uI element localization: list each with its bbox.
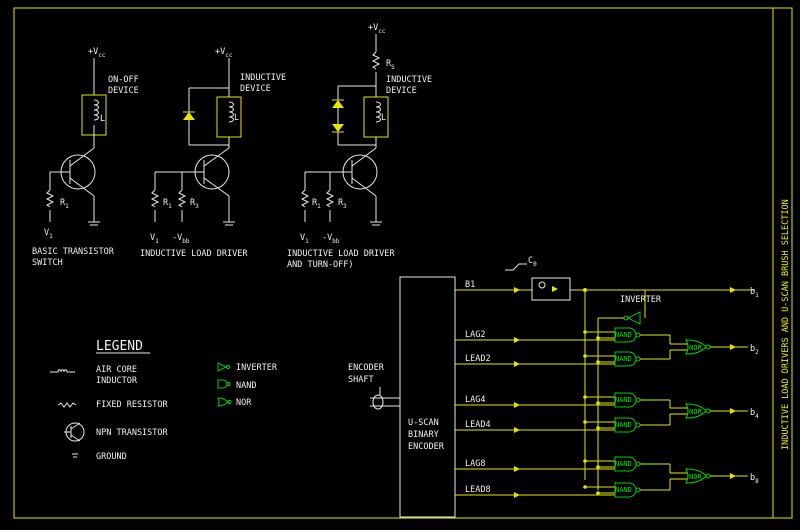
line-lag4: LAG4 [465, 395, 485, 405]
flip-flop-box [531, 277, 571, 301]
svg-text:FIXED RESISTOR: FIXED RESISTOR [96, 400, 169, 410]
drawing-border [13, 7, 793, 519]
svg-text:+Vcc: +Vcc [215, 47, 233, 59]
svg-text:b1: b1 [750, 287, 759, 299]
svg-text:BASIC TRANSISTOR: BASIC TRANSISTOR [32, 247, 115, 257]
svg-text:NOR: NOR [236, 398, 252, 408]
svg-text:INDUCTIVE LOAD DRIVER: INDUCTIVE LOAD DRIVER [140, 249, 248, 259]
nor-legend-icon [217, 397, 229, 407]
svg-text:DEVICE: DEVICE [108, 86, 139, 96]
legend: LEGEND AIR CORE INDUCTOR FIXED RESISTOR … [50, 339, 278, 462]
svg-text:SWITCH: SWITCH [32, 258, 63, 268]
svg-text:R1: R1 [163, 198, 172, 210]
svg-text:INDUCTOR: INDUCTOR [96, 376, 138, 386]
svg-text:INDUCTIVE: INDUCTIVE [386, 75, 432, 85]
nor-gate [685, 403, 707, 419]
svg-text:R3: R3 [338, 198, 347, 210]
inductive-load-turnoff: +Vcc RS INDUCTIVE DEVICE L R1 R3 [287, 23, 432, 270]
svg-text:GROUND: GROUND [96, 452, 127, 462]
title-block-text: INDUCTIVE LOAD DRIVERS AND U-SCAN BRUSH … [781, 199, 791, 450]
svg-text:C0: C0 [528, 256, 537, 268]
nor-gate [685, 468, 707, 484]
basic-transistor-switch: +Vcc ON-OFF DEVICE L R1 V1 BASIC TRANSIS… [32, 47, 139, 268]
line-lead8: LEAD8 [465, 485, 491, 495]
svg-text:NAND: NAND [615, 355, 632, 363]
svg-text:R1: R1 [60, 198, 69, 210]
svg-text:AIR CORE: AIR CORE [96, 365, 137, 375]
svg-text:INDUCTIVE LOAD DRIVER: INDUCTIVE LOAD DRIVER [287, 249, 395, 259]
inductive-load-driver: +Vcc INDUCTIVE DEVICE L R1 R3 V1 -Vbb IN… [140, 47, 286, 259]
inverter-gate [626, 311, 641, 325]
svg-text:NAND: NAND [615, 486, 632, 494]
svg-text:+Vcc: +Vcc [88, 47, 106, 59]
nor-gate [685, 339, 707, 355]
svg-text:NAND: NAND [615, 396, 632, 404]
svg-text:SHAFT: SHAFT [348, 375, 374, 385]
fixed-resistor-icon [57, 402, 77, 408]
output-label: b8 [750, 473, 759, 485]
encoder-box [399, 276, 456, 518]
svg-text:DEVICE: DEVICE [240, 84, 271, 94]
svg-text:V1: V1 [44, 228, 53, 240]
svg-text:R1: R1 [312, 198, 321, 210]
line-lag8: LAG8 [465, 459, 485, 469]
svg-text:INDUCTIVE: INDUCTIVE [240, 73, 286, 83]
nand-legend-icon [217, 379, 228, 389]
svg-text:-Vbb: -Vbb [172, 233, 190, 245]
svg-text:ENCODER: ENCODER [408, 442, 445, 452]
inductor-coil-icon [93, 99, 99, 121]
svg-text:AND TURN-OFF): AND TURN-OFF) [287, 260, 354, 270]
svg-text:NAND: NAND [615, 331, 632, 339]
output-label: b4 [750, 408, 759, 420]
svg-text:+Vcc: +Vcc [368, 23, 386, 35]
encoder-shaft-icon [372, 394, 384, 410]
svg-text:L: L [100, 114, 105, 124]
air-core-inductor-icon [50, 369, 75, 373]
diode-icon [183, 112, 195, 120]
svg-text:INVERTER: INVERTER [236, 363, 278, 373]
svg-text:-Vbb: -Vbb [322, 233, 340, 245]
svg-text:DEVICE: DEVICE [386, 86, 417, 96]
svg-text:ON-OFF: ON-OFF [108, 75, 139, 85]
svg-text:U-SCAN: U-SCAN [408, 418, 439, 428]
svg-text:L: L [381, 113, 386, 123]
output-label: b2 [750, 344, 759, 356]
svg-text:NOR: NOR [689, 408, 702, 416]
svg-text:V1: V1 [300, 233, 309, 245]
svg-text:R3: R3 [190, 198, 199, 210]
svg-text:ENCODER: ENCODER [348, 363, 385, 373]
svg-text:V1: V1 [150, 233, 159, 245]
svg-text:NOR: NOR [689, 473, 702, 481]
inverter-legend-icon [217, 362, 228, 372]
svg-text:NAND: NAND [615, 421, 632, 429]
svg-text:NAND: NAND [615, 460, 632, 468]
svg-text:INVERTER: INVERTER [620, 295, 662, 305]
svg-text:RS: RS [386, 59, 395, 71]
svg-text:BINARY: BINARY [408, 430, 439, 440]
line-lead2: LEAD2 [465, 354, 491, 364]
line-b1: B1 [465, 280, 475, 290]
u-scan-encoder-circuit: ENCODER SHAFT U-SCAN BINARY ENCODER B1 L… [348, 256, 759, 518]
svg-text:NOR: NOR [689, 344, 702, 352]
legend-title: LEGEND [96, 339, 143, 354]
line-lag2: LAG2 [465, 330, 485, 340]
svg-text:NAND: NAND [236, 381, 256, 391]
line-lead4: LEAD4 [465, 420, 491, 430]
svg-text:NPN TRANSISTOR: NPN TRANSISTOR [96, 428, 169, 438]
svg-text:L: L [234, 113, 239, 123]
